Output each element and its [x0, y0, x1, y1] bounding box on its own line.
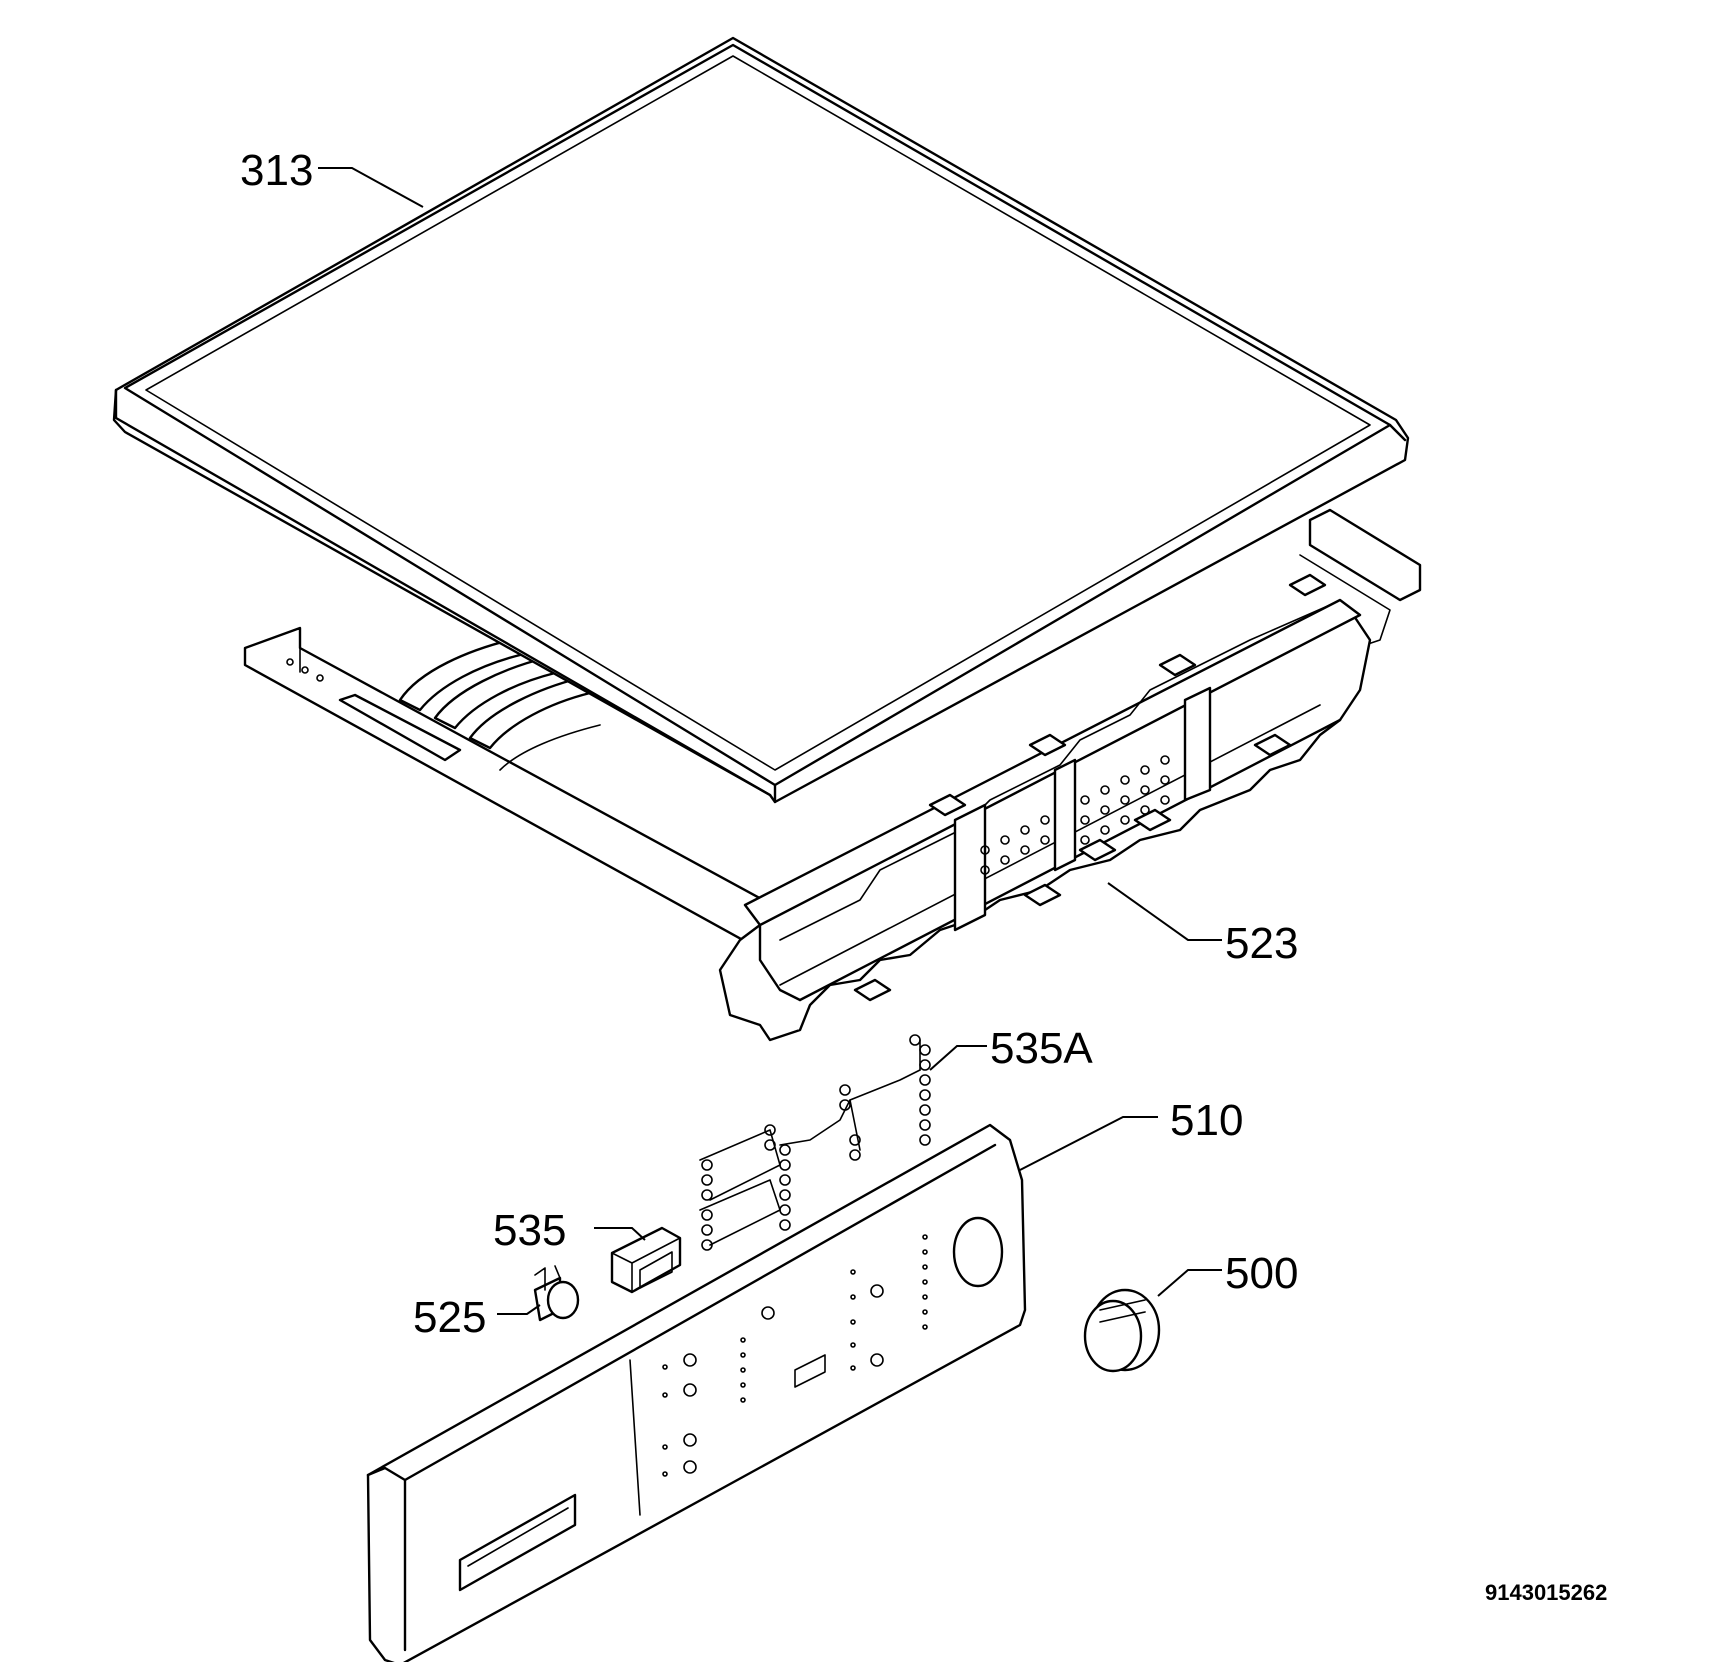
callout-523: 523 — [1225, 919, 1298, 968]
part-313-worktop — [112, 36, 1410, 804]
part-535-display-module — [610, 1226, 682, 1294]
callout-535: 535 — [493, 1206, 566, 1255]
callout-525: 525 — [413, 1293, 486, 1342]
document-number: 9143015262 — [1485, 1580, 1607, 1605]
clip-slots — [853, 573, 1327, 1002]
part-525-switch — [533, 1265, 580, 1322]
callout-500: 500 — [1225, 1249, 1298, 1298]
vent-holes — [980, 755, 1170, 875]
part-500-knob — [1083, 1288, 1161, 1373]
callout-535A: 535A — [990, 1024, 1093, 1073]
part-535A-wiring-harness — [699, 1034, 931, 1251]
callout-313: 313 — [240, 146, 313, 195]
leader-lines — [318, 167, 1222, 1315]
part-510-control-panel — [366, 1123, 1027, 1662]
callout-510: 510 — [1170, 1096, 1243, 1145]
